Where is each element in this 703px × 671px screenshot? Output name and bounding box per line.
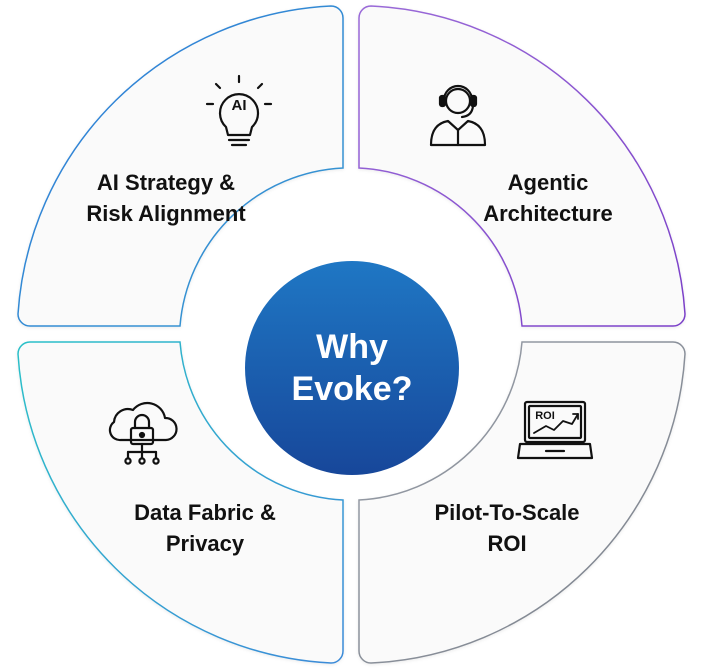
quadrant-top-left bbox=[17, 5, 344, 327]
center-title-line2: Evoke? bbox=[291, 370, 413, 408]
label-data-fabric-line1: Data Fabric & bbox=[134, 500, 276, 525]
label-pilot-to-scale: Pilot-To-Scale ROI bbox=[407, 497, 607, 559]
label-data-fabric-line2: Privacy bbox=[165, 531, 245, 556]
center-title-line1: Why bbox=[316, 328, 388, 366]
label-data-fabric: Data Fabric & Privacy bbox=[100, 497, 310, 559]
label-agentic-architecture: Agentic Architecture bbox=[448, 167, 648, 229]
label-agentic-line2: Architecture bbox=[483, 201, 613, 226]
quadrant-bottom-left bbox=[17, 341, 344, 664]
label-ai-strategy-line1: AI Strategy & bbox=[96, 170, 236, 195]
roi-icon-text: ROI bbox=[535, 410, 555, 422]
center-circle bbox=[245, 261, 459, 475]
ai-icon-text: AI bbox=[232, 97, 247, 114]
roi-laptop-icon: ROI bbox=[516, 400, 594, 460]
center-title: Why Evoke? bbox=[246, 262, 458, 474]
label-ai-strategy-line2: Risk Alignment bbox=[86, 201, 246, 226]
ai-lightbulb-icon: AI bbox=[205, 74, 273, 147]
label-pilot-line2: ROI bbox=[487, 531, 527, 556]
cloud-lock-icon bbox=[108, 401, 178, 465]
headset-agent-icon bbox=[429, 84, 487, 147]
label-ai-strategy: AI Strategy & Risk Alignment bbox=[60, 167, 272, 229]
label-pilot-line1: Pilot-To-Scale bbox=[434, 500, 580, 525]
label-agentic-line1: Agentic bbox=[507, 170, 589, 195]
quadrant-top-right bbox=[358, 5, 686, 327]
quadrant-bottom-right bbox=[358, 341, 686, 664]
